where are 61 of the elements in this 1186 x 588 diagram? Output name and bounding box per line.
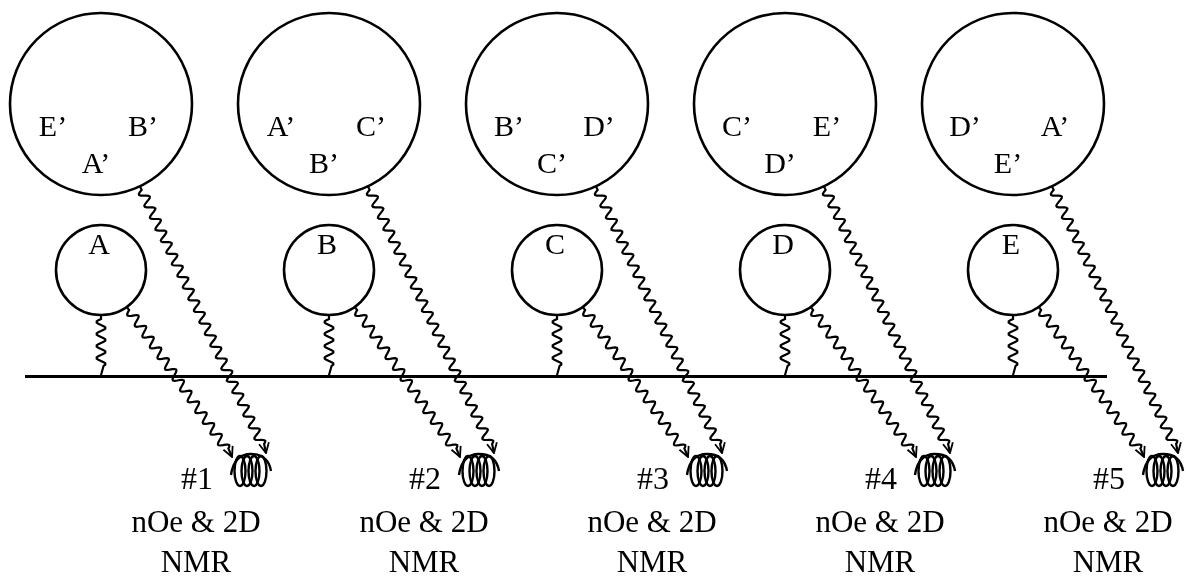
site-label: E <box>1001 229 1021 259</box>
sample-number: #4 <box>864 462 898 494</box>
coil-drawing <box>912 451 958 489</box>
site-label: B’ <box>128 111 158 141</box>
coil-drawing <box>456 451 502 489</box>
sample-number: #3 <box>636 462 670 494</box>
small-circle <box>966 223 1060 317</box>
coil-drawing <box>1140 451 1186 489</box>
large-circle <box>920 11 1106 197</box>
small-circle <box>282 223 376 317</box>
site-label: A’ <box>81 148 111 178</box>
site-label: A <box>88 229 110 259</box>
sample-number: #2 <box>408 462 442 494</box>
large-circle <box>236 11 422 197</box>
wavy-arrow <box>581 306 690 458</box>
site-label: B’ <box>309 148 339 178</box>
large-circle <box>692 11 878 197</box>
site-label: B’ <box>494 111 524 141</box>
wavy-line <box>779 315 791 376</box>
method-label: nOe & 2D NMR <box>586 503 718 581</box>
site-label: A’ <box>266 111 296 141</box>
site-label: D’ <box>764 148 796 178</box>
method-label: nOe & 2D NMR <box>1042 503 1174 581</box>
site-label: B <box>317 229 337 259</box>
coil-drawing <box>228 451 274 489</box>
coil-drawing <box>684 451 730 489</box>
method-label: nOe & 2D NMR <box>358 503 490 581</box>
site-label: E’ <box>38 111 68 141</box>
small-circle <box>738 223 832 317</box>
method-label: nOe & 2D NMR <box>130 503 262 581</box>
baseline-bar <box>25 375 1107 378</box>
site-label: C’ <box>537 148 567 178</box>
site-label: E’ <box>812 111 842 141</box>
large-circle <box>8 11 194 197</box>
site-label: E’ <box>993 148 1023 178</box>
wavy-arrow <box>137 186 270 454</box>
site-label: C <box>545 229 565 259</box>
wavy-line <box>1007 315 1019 376</box>
site-label: D’ <box>583 111 615 141</box>
large-circle <box>464 11 650 197</box>
wavy-arrow <box>125 306 234 458</box>
wavy-line <box>95 315 107 376</box>
wavy-arrow <box>1037 306 1146 458</box>
site-label: C’ <box>356 111 386 141</box>
wavy-arrow <box>365 186 498 454</box>
wavy-arrow <box>353 306 462 458</box>
wavy-arrow <box>809 306 918 458</box>
site-label: A’ <box>1040 111 1070 141</box>
site-label: C’ <box>722 111 752 141</box>
small-circle <box>510 223 604 317</box>
sample-number: #5 <box>1092 462 1126 494</box>
method-label: nOe & 2D NMR <box>814 503 946 581</box>
site-label: D <box>772 229 794 259</box>
wavy-arrow <box>1049 186 1182 454</box>
wavy-line <box>551 315 563 376</box>
wavy-arrow <box>821 186 954 454</box>
site-label: D’ <box>949 111 981 141</box>
wavy-arrow <box>593 186 726 454</box>
wavy-line <box>323 315 335 376</box>
sample-number: #1 <box>180 462 214 494</box>
small-circle <box>54 223 148 317</box>
